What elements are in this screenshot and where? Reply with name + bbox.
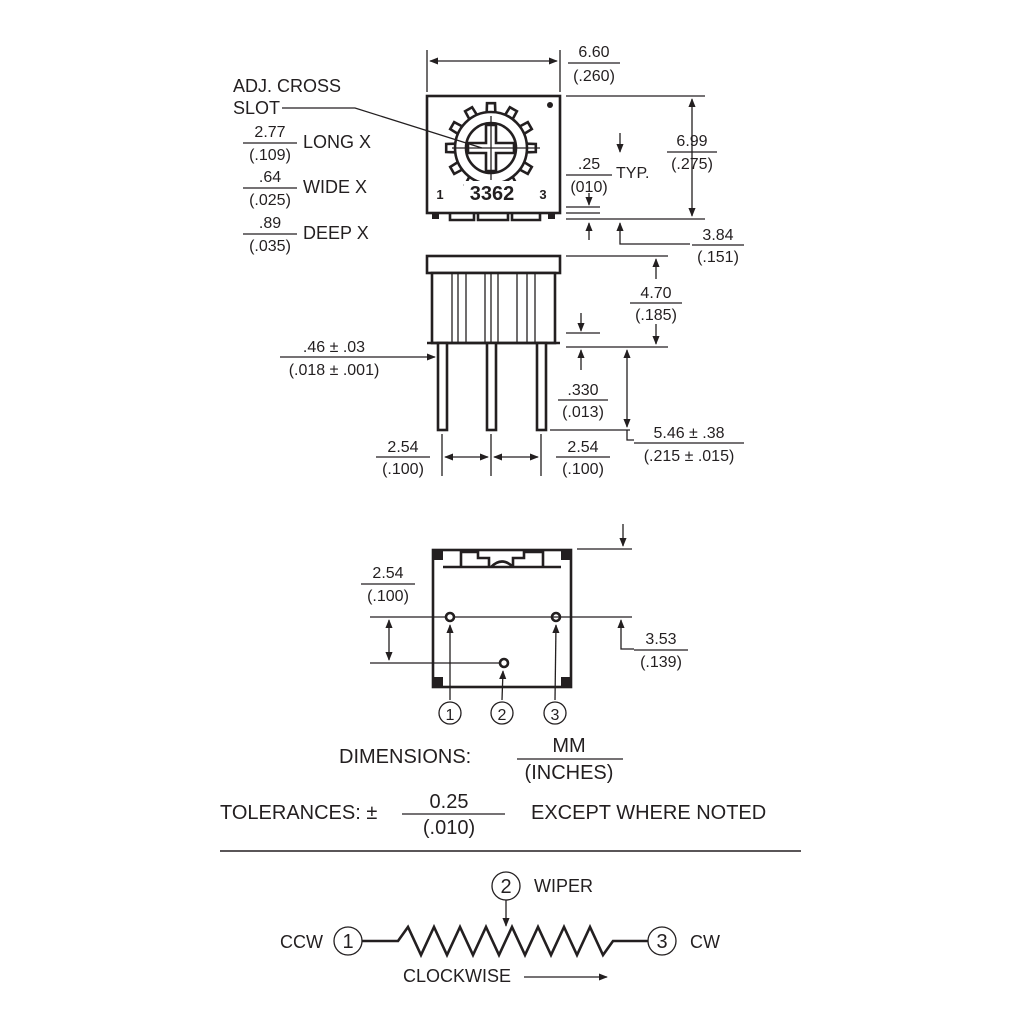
dimensions-label: DIMENSIONS: bbox=[339, 746, 471, 768]
edge-dimension: 3.53 (.139) bbox=[617, 619, 688, 671]
height-mm: 6.99 bbox=[676, 133, 707, 150]
top-view-pin-tabs bbox=[448, 213, 542, 222]
edge-mm: 3.53 bbox=[645, 631, 676, 648]
side-view-pin-3 bbox=[535, 341, 548, 432]
pin-label-3: 3 bbox=[539, 187, 546, 202]
typ-in: (010) bbox=[570, 179, 607, 196]
pin-callout-1 bbox=[438, 701, 462, 725]
width-dimension: 6.60 (.260) bbox=[426, 44, 620, 92]
ccw-label: CCW bbox=[280, 932, 323, 952]
side-view-pin-2 bbox=[485, 341, 498, 432]
resistor-element bbox=[362, 923, 648, 959]
schematic: 1 3 2 CCW CW WIPER CLOCKWISE bbox=[280, 871, 720, 986]
wiper-label: WIPER bbox=[534, 876, 593, 896]
notes: DIMENSIONS: MM (INCHES) TOLERANCES: ± 0.… bbox=[220, 735, 801, 852]
side-view-ribs bbox=[451, 273, 536, 343]
wide-x-in: (.025) bbox=[249, 192, 291, 209]
side-view-body bbox=[430, 271, 557, 345]
height-dimension: 6.99 (.275) bbox=[566, 95, 717, 220]
body-height-mm: 4.70 bbox=[640, 285, 671, 302]
schematic-terminal-1-label: 1 bbox=[342, 931, 353, 953]
deep-x-dimension: .89 (.035) DEEP X bbox=[243, 215, 369, 255]
adj-cross-slot-leader bbox=[282, 107, 483, 149]
long-x-label: LONG X bbox=[303, 132, 371, 152]
tolerances-in: (.010) bbox=[423, 817, 475, 839]
pin-callout-3 bbox=[543, 701, 567, 725]
deep-x-in: (.035) bbox=[249, 238, 291, 255]
lead-length-mm: 5.46 ± .38 bbox=[653, 425, 724, 442]
width-mm: 6.60 bbox=[578, 44, 609, 61]
tolerances-mm: 0.25 bbox=[430, 791, 469, 813]
edge-in: (.139) bbox=[640, 654, 682, 671]
pin1-indicator-dot bbox=[547, 102, 553, 108]
clockwise-label: CLOCKWISE bbox=[403, 966, 511, 986]
schematic-terminal-2-label: 2 bbox=[500, 876, 511, 898]
row-spacing-mm: 2.54 bbox=[372, 565, 403, 582]
deep-x-mm: .89 bbox=[259, 215, 281, 232]
side-view-pin-1 bbox=[436, 341, 449, 432]
dimensions-unit-in: (INCHES) bbox=[525, 762, 614, 784]
lead-length-dimension: 5.46 ± .38 (.215 ± .015) bbox=[550, 349, 744, 465]
side-view-cap bbox=[425, 254, 562, 275]
bottom-view-tabs bbox=[459, 550, 545, 568]
body-height-dimension: 4.70 (.185) bbox=[566, 255, 682, 348]
top-view: 3362 1 3 ADJ. CROSS SLOT 2.77 (.109) LON… bbox=[233, 44, 744, 266]
bottom-view: 2.54 (.100) 3.53 (.139) 1 2 3 bbox=[361, 524, 688, 725]
standoff-mm: .330 bbox=[567, 382, 598, 399]
pitch-right-mm: 2.54 bbox=[567, 439, 598, 456]
pitch-right-in: (.100) bbox=[562, 461, 604, 478]
pin-callout-2 bbox=[490, 701, 514, 725]
tolerances-label: TOLERANCES: ± bbox=[220, 802, 377, 824]
tolerances-except: EXCEPT WHERE NOTED bbox=[531, 802, 766, 824]
pin-diameter-in: (.018 ± .001) bbox=[289, 362, 380, 379]
top-view-foot-left bbox=[432, 213, 439, 219]
cw-label: CW bbox=[690, 932, 720, 952]
pin-diameter-dimension: .46 ± .03 (.018 ± .001) bbox=[280, 339, 436, 379]
pin-callout-3-label: 3 bbox=[551, 707, 560, 724]
wide-x-dimension: .64 (.025) WIDE X bbox=[243, 169, 367, 209]
schematic-terminal-3-label: 3 bbox=[656, 931, 667, 953]
offset-in: (.151) bbox=[697, 249, 739, 266]
pin-callout-1-label: 1 bbox=[446, 707, 455, 724]
pin-diameter-mm: .46 ± .03 bbox=[303, 339, 365, 356]
pitch-left-in: (.100) bbox=[382, 461, 424, 478]
height-in: (.275) bbox=[671, 156, 713, 173]
lead-length-in: (.215 ± .015) bbox=[644, 448, 735, 465]
deep-x-label: DEEP X bbox=[303, 223, 369, 243]
row-spacing-dimension: 2.54 (.100) bbox=[361, 565, 415, 661]
pin-label-1: 1 bbox=[436, 187, 443, 202]
pin-callout-2-label: 2 bbox=[498, 707, 507, 724]
standoff-dimension: .330 (.013) bbox=[558, 313, 608, 421]
long-x-dimension: 2.77 (.109) LONG X bbox=[243, 124, 371, 164]
offset-dimension: 3.84 (.151) bbox=[616, 222, 744, 266]
typ-dimension: .25 (010) TYP. bbox=[566, 133, 650, 240]
wide-x-mm: .64 bbox=[259, 169, 281, 186]
adj-cross-slot-label-line2: SLOT bbox=[233, 98, 280, 118]
pin-pitch-dimension: 2.54 (.100) 2.54 (.100) bbox=[376, 434, 610, 478]
side-view: .46 ± .03 (.018 ± .001) 4.70 (.185) .330… bbox=[280, 254, 744, 478]
typ-mm: .25 bbox=[578, 156, 600, 173]
long-x-in: (.109) bbox=[249, 147, 291, 164]
offset-mm: 3.84 bbox=[702, 227, 733, 244]
long-x-mm: 2.77 bbox=[254, 124, 285, 141]
typ-label: TYP. bbox=[616, 165, 650, 182]
dimensions-unit-mm: MM bbox=[552, 735, 585, 757]
top-view-foot-right bbox=[548, 213, 555, 219]
wide-x-label: WIDE X bbox=[303, 177, 367, 197]
pitch-left-mm: 2.54 bbox=[387, 439, 418, 456]
row-spacing-in: (.100) bbox=[367, 588, 409, 605]
width-in: (.260) bbox=[573, 68, 615, 85]
standoff-in: (.013) bbox=[562, 404, 604, 421]
adj-cross-slot-label-line1: ADJ. CROSS bbox=[233, 76, 341, 96]
body-height-in: (.185) bbox=[635, 307, 677, 324]
part-number: 3362 bbox=[470, 183, 515, 205]
